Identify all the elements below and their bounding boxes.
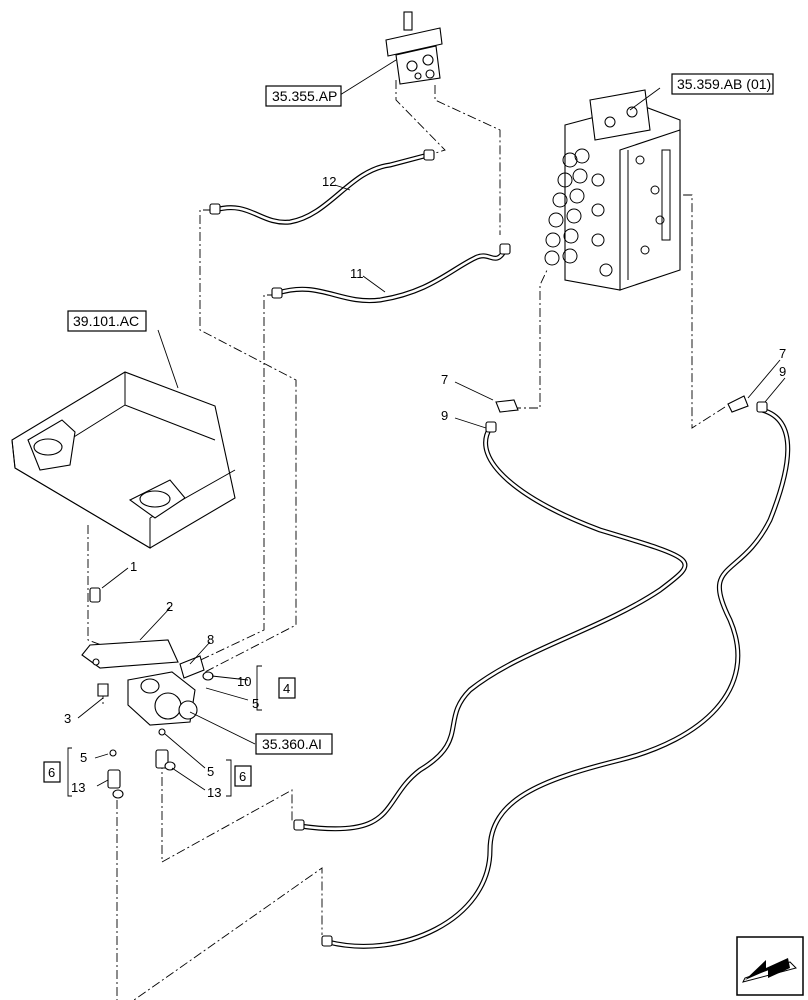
callout-9: 9 <box>441 408 448 423</box>
group-label: 6 <box>239 769 246 784</box>
group-label: 4 <box>283 681 290 696</box>
callout-3: 3 <box>64 711 71 726</box>
main-control-valve <box>544 89 681 291</box>
callout-9: 9 <box>779 364 786 379</box>
seat-frame <box>11 371 236 549</box>
callout-1: 1 <box>130 559 137 574</box>
reference-box-35-355-ap[interactable]: 35.355.AP <box>265 85 342 107</box>
callout-5: 5 <box>80 750 87 765</box>
top-valve-bracket <box>385 11 443 85</box>
group-label: 6 <box>48 765 55 780</box>
group-box-6-right[interactable]: 6 <box>234 765 252 787</box>
callout-5: 5 <box>252 696 259 711</box>
group-box-6-left[interactable]: 6 <box>43 761 61 783</box>
connection-lines <box>87 80 726 1000</box>
callout-5: 5 <box>207 764 214 779</box>
callout-7: 7 <box>779 346 786 361</box>
callout-7: 7 <box>441 372 448 387</box>
reference-label: 35.359.AB (01) <box>677 76 771 92</box>
reference-box-35-360-ai[interactable]: 35.360.AI <box>255 733 333 755</box>
reference-box-35-359-ab[interactable]: 35.359.AB (01) <box>671 73 774 95</box>
leader-lines <box>67 59 786 797</box>
next-page-arrow-icon[interactable] <box>736 936 804 996</box>
solenoid-valve-block <box>127 655 214 726</box>
callout-2: 2 <box>166 599 173 614</box>
callout-10: 10 <box>237 674 251 689</box>
reference-label: 35.355.AP <box>272 88 337 104</box>
reference-box-39-101-ac[interactable]: 39.101.AC <box>67 310 147 332</box>
callout-8: 8 <box>207 632 214 647</box>
callout-13: 13 <box>207 785 221 800</box>
group-box-4[interactable]: 4 <box>278 677 296 699</box>
reference-label: 39.101.AC <box>73 313 139 329</box>
hoses <box>209 149 791 949</box>
callout-13: 13 <box>71 780 85 795</box>
reference-label: 35.360.AI <box>262 736 322 752</box>
mounting-parts <box>81 587 179 697</box>
callout-12: 12 <box>322 174 336 189</box>
callout-labels: 12 11 7 9 7 9 1 2 8 10 5 3 5 13 5 13 <box>64 174 786 800</box>
callout-11: 11 <box>350 266 364 281</box>
elbow-fittings <box>107 728 176 799</box>
